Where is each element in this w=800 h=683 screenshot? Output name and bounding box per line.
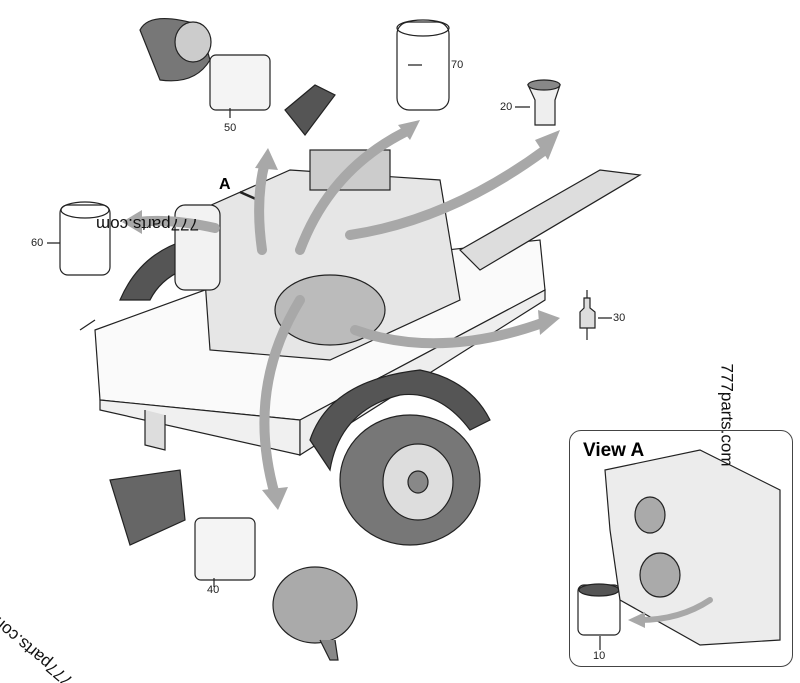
drawbar <box>459 169 642 271</box>
arrows <box>133 127 713 623</box>
fender-front <box>309 369 491 472</box>
air-housing-40 <box>109 469 186 546</box>
arrow-to-20 <box>345 145 550 240</box>
engine <box>199 169 461 361</box>
inline-filter-30 <box>579 297 596 329</box>
watermark: 777parts.com <box>96 215 199 234</box>
callout-50: 50 <box>224 122 237 134</box>
fuel-filter-20 <box>527 84 561 126</box>
callout-40: 40 <box>207 584 220 596</box>
filter-element-50 <box>209 54 271 111</box>
callout-30: 30 <box>613 312 626 324</box>
arrow-to-60 <box>133 215 220 233</box>
arrow-to-30 <box>350 317 550 349</box>
callout-10: 10 <box>593 650 606 662</box>
air-element-40 <box>194 517 256 581</box>
view-marker: A <box>219 176 231 193</box>
callout-60: 60 <box>31 237 44 249</box>
callout-20: 20 <box>500 101 513 113</box>
oil-filter-60 <box>59 204 111 276</box>
view-a-inset-frame <box>569 430 793 667</box>
arrow-to-50 <box>254 157 270 255</box>
filter-70 <box>396 21 450 111</box>
arrow-to-40 <box>259 295 305 500</box>
callout-70: 70 <box>451 59 464 71</box>
arrow-to-10 <box>637 597 713 623</box>
air-cover-40 <box>272 566 358 644</box>
arrow-to-70 <box>295 127 410 255</box>
watermark: 777parts.com <box>717 363 737 467</box>
filter-cover-50 <box>284 84 336 136</box>
inset-title: View A <box>583 440 645 461</box>
